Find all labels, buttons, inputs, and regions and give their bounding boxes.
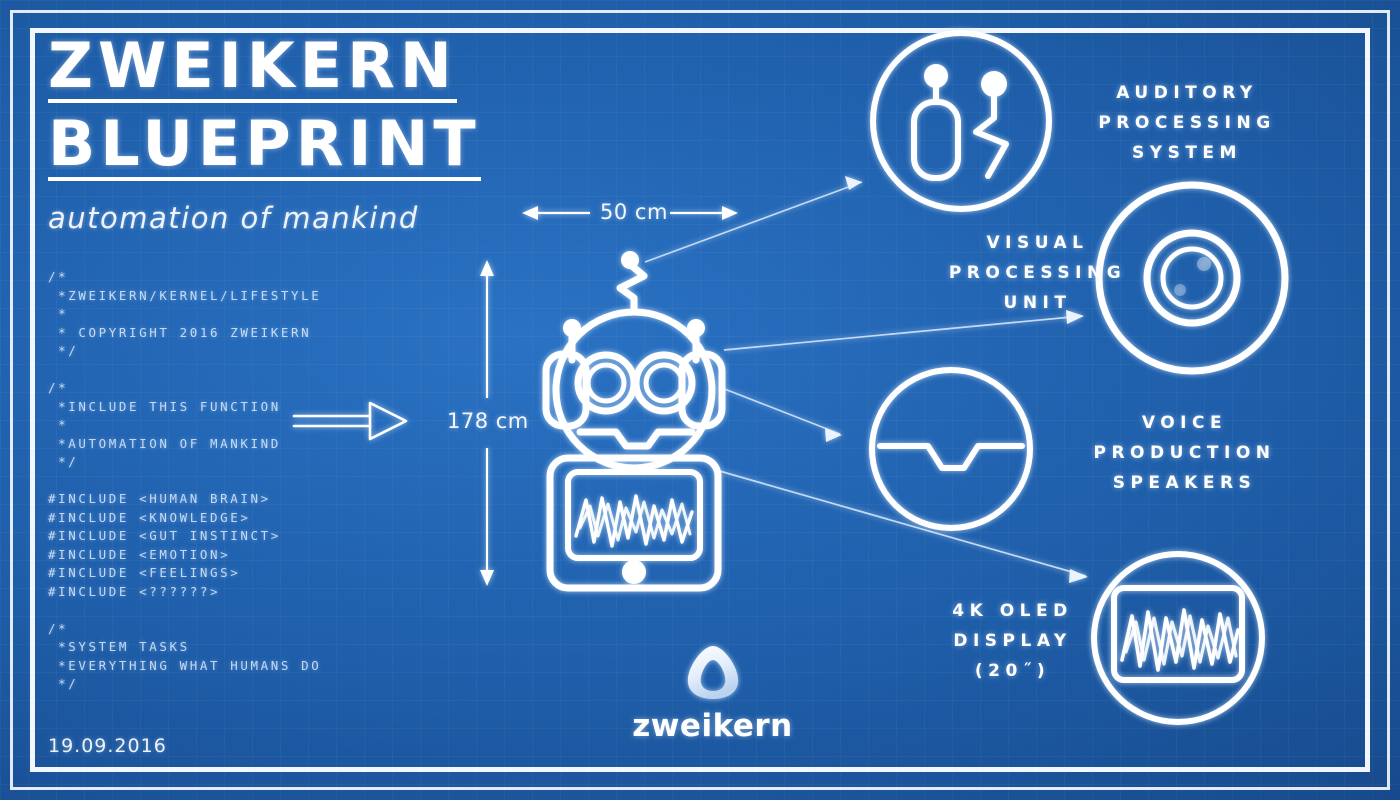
page-subtitle: automation of mankind <box>48 201 419 236</box>
mouth-glyph <box>877 443 1025 471</box>
zigzag-antenna-glyph <box>973 91 1009 179</box>
dimension-height-line <box>480 260 494 586</box>
auditory-processing-icon <box>870 30 1052 212</box>
callout-label-auditory: AUDITORY PROCESSING SYSTEM <box>1098 83 1276 163</box>
callout-label-display: 4K OLED DISPLAY (20˝) <box>952 601 1073 681</box>
code-line: *EVERYTHING WHAT HUMANS DO <box>48 657 322 673</box>
code-line: /* <box>48 620 69 636</box>
visual-processing-icon <box>1095 181 1289 375</box>
robot-head <box>552 308 716 472</box>
robot-screen-waveform <box>574 494 694 548</box>
dimension-height-label: 178 cm <box>447 409 529 433</box>
document-date: 19.09.2016 <box>48 735 167 757</box>
code-line: #INCLUDE <??????> <box>48 583 221 599</box>
code-line: *AUTOMATION OF MANKIND <box>48 435 281 451</box>
page-title-line-2: BLUEPRINT <box>48 107 481 182</box>
page-title-line-1: ZWEIKERN <box>48 29 457 104</box>
code-line: #INCLUDE <FEELINGS> <box>48 565 241 581</box>
robot-body-button <box>622 560 646 584</box>
robot-body-screen <box>565 469 703 561</box>
code-line: /* <box>48 269 69 284</box>
brand-wordmark: zweikern <box>632 708 793 744</box>
ear-rect-glyph <box>911 99 961 181</box>
code-line: *SYSTEM TASKS <box>48 639 190 655</box>
title-block: ZWEIKERN BLUEPRINT automation of mankind <box>48 34 568 235</box>
callout-label-voice: VOICE PRODUCTION SPEAKERS <box>1093 413 1276 493</box>
frame-border-inner <box>30 28 1370 772</box>
code-line: * COPYRIGHT 2016 ZWEIKERN <box>48 324 312 340</box>
code-line: */ <box>48 343 79 359</box>
robot-body <box>546 454 722 592</box>
robot-eye-left <box>574 351 638 415</box>
code-line: #INCLUDE <HUMAN BRAIN> <box>48 490 271 506</box>
oled-display-icon <box>1091 551 1265 725</box>
dimension-width-label: 50 cm <box>600 200 668 224</box>
code-line: #INCLUDE <EMOTION> <box>48 546 231 562</box>
dimension-width-line <box>522 206 738 220</box>
frame-border-outer <box>10 10 1390 790</box>
code-line: *INCLUDE THIS FUNCTION <box>48 398 281 414</box>
code-line: /* <box>48 379 69 395</box>
code-line: *ZWEIKERN/KERNEL/LIFESTYLE <box>48 287 322 303</box>
voice-production-icon <box>869 367 1033 531</box>
robot-figure <box>542 251 726 592</box>
code-line: #INCLUDE <KNOWLEDGE> <box>48 509 251 525</box>
robot-antenna <box>616 251 648 316</box>
robot-mouth <box>576 428 696 450</box>
zweikern-mark-icon <box>687 646 738 699</box>
waveform-glyph <box>1120 608 1240 672</box>
callout-label-visual: VISUAL PROCESSING UNIT <box>948 233 1127 313</box>
code-comment-block: /* *ZWEIKERN/KERNEL/LIFESTYLE * * COPYRI… <box>48 268 321 694</box>
pointer-arrow-icon <box>292 401 408 441</box>
code-line: * <box>48 306 69 322</box>
code-line: #INCLUDE <GUT INSTINCT> <box>48 528 281 544</box>
brand-logo: zweikern <box>630 643 795 744</box>
code-line: * <box>48 417 69 433</box>
code-line: */ <box>48 454 79 470</box>
screen-glyph <box>1111 585 1245 683</box>
code-line: */ <box>48 676 79 692</box>
robot-eye-right <box>632 351 696 415</box>
